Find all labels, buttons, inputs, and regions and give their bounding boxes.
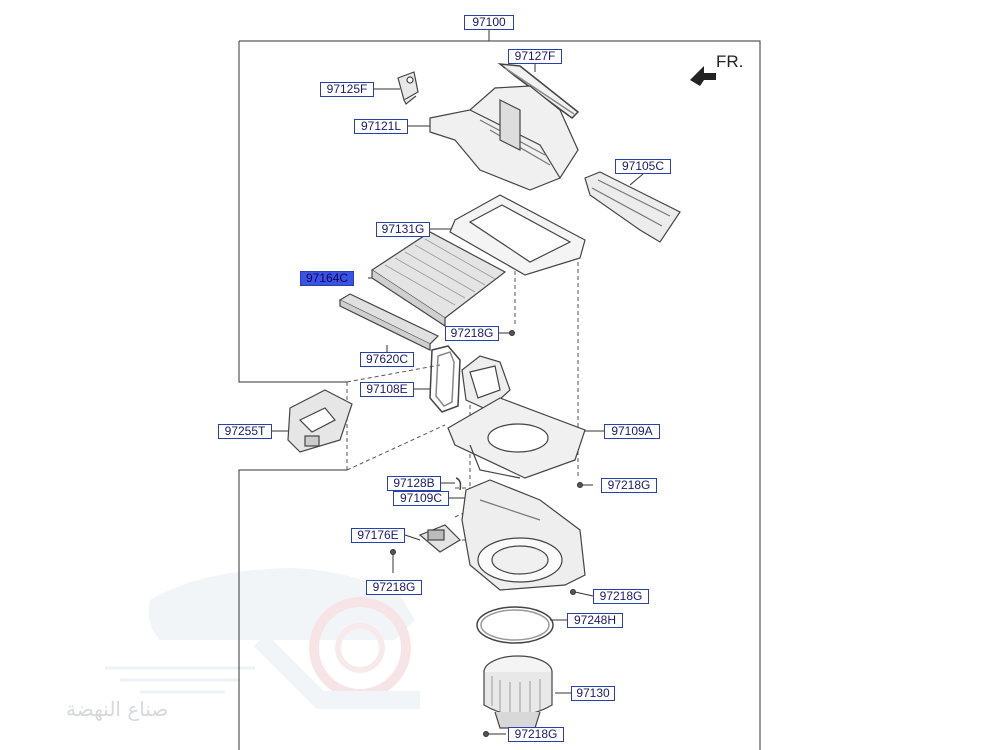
seal-ring-part [429, 345, 461, 413]
seal-strip-part [497, 63, 580, 119]
part-label[interactable]: 97218G [593, 589, 649, 604]
part-label[interactable]: 97131G [376, 222, 430, 237]
resistor-part [418, 524, 461, 553]
part-label[interactable]: 97128B [387, 476, 441, 491]
part-label[interactable]: 97105C [615, 159, 671, 174]
duct-part [584, 171, 681, 243]
clip-part [455, 477, 462, 491]
front-direction-arrow [690, 66, 716, 86]
part-label-highlighted[interactable]: 97164C [300, 271, 354, 286]
watermark-text: صناع النهضة [66, 697, 169, 721]
filter-frame-part [449, 194, 586, 276]
part-label[interactable]: 97121L [354, 119, 408, 134]
part-label[interactable]: 97109C [393, 491, 449, 506]
blower-case-part [461, 479, 586, 591]
gasket-part [476, 606, 554, 644]
actuator-part [397, 71, 419, 105]
front-direction-label: FR. [716, 52, 744, 71]
lower-case-part [447, 397, 586, 479]
part-label[interactable]: 97248H [567, 613, 623, 628]
part-label[interactable]: 97176E [351, 528, 405, 543]
upper-case-part [429, 85, 579, 191]
cabin-filter-part [370, 231, 507, 328]
part-label[interactable]: 97108E [360, 382, 414, 397]
part-label[interactable]: 97125F [320, 82, 374, 97]
part-label[interactable]: 97127F [508, 49, 562, 64]
part-label[interactable]: 97218G [366, 580, 422, 595]
blower-motor-part [483, 655, 553, 729]
part-label[interactable]: 97218G [508, 727, 564, 742]
sensor-plate-part [338, 293, 440, 351]
part-label[interactable]: 97218G [445, 326, 499, 341]
part-label[interactable]: 97218G [601, 478, 657, 493]
assembly-bracket [238, 30, 761, 750]
part-label[interactable]: 97620C [360, 352, 414, 367]
screw-parts [390, 330, 583, 737]
control-module-part [287, 389, 353, 453]
intake-housing-part [461, 355, 511, 411]
part-label[interactable]: 97130 [571, 686, 615, 701]
part-label[interactable]: 97255T [218, 424, 272, 439]
part-label-assembly[interactable]: 97100 [464, 15, 514, 30]
part-label[interactable]: 97109A [604, 424, 660, 439]
watermark-logo [105, 568, 420, 709]
